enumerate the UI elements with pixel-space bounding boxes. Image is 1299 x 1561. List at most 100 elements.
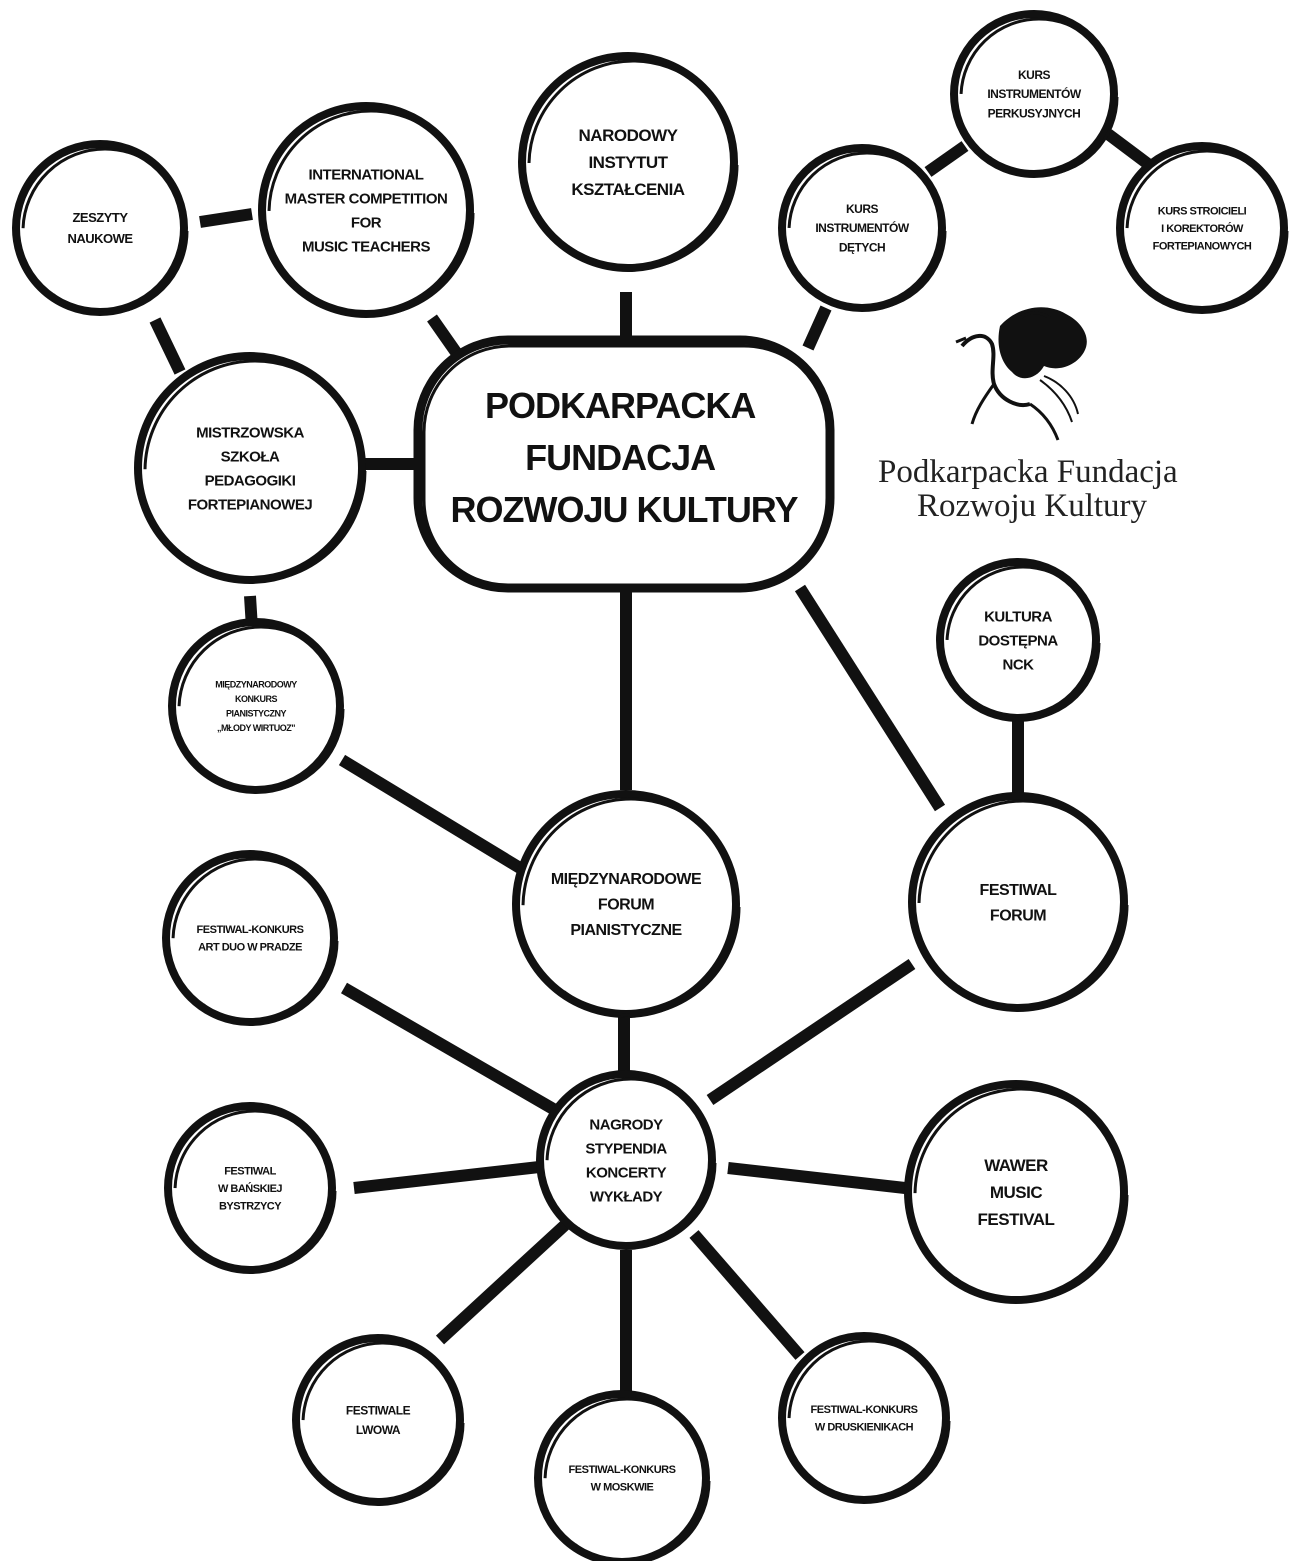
node-label-line: FESTIWAL-KONKURS	[569, 1464, 676, 1476]
node-label-line: W DRUSKIENIKACH	[815, 1422, 914, 1434]
node-druskienikach: FESTIWAL-KONKURS W DRUSKIENIKACH	[778, 1332, 951, 1504]
node-label: ZESZYTY NAUKOWE	[67, 210, 133, 246]
node-label: NAGRODY STYPENDIA KONCERTY WYKŁADY	[585, 1116, 667, 1205]
node-label-line: KONKURS	[235, 694, 277, 704]
node-label-line: NARODOWY	[579, 126, 679, 145]
connector-artduo-nagrody	[340, 982, 559, 1116]
node-label-line: MIĘDZYNARODOWE	[551, 871, 702, 888]
node-label-line: FESTIWAL-KONKURS	[811, 1404, 918, 1416]
foundation-logo: Podkarpacka Fundacja Rozwoju Kultury	[878, 307, 1178, 524]
node-label-line: SZKOŁA	[221, 448, 280, 465]
node-label-line: KULTURA	[984, 608, 1053, 625]
logo-line-2: Rozwoju Kultury	[917, 488, 1148, 524]
pegasus-icon	[955, 307, 1087, 441]
node-label-line: FESTIWAL	[980, 882, 1058, 899]
node-ring-brush	[787, 1339, 951, 1503]
node-label-line: INSTYTUT	[588, 153, 668, 172]
connector-lwowa-nagrody	[435, 1220, 570, 1345]
connector-central-festiwal-forum	[794, 584, 946, 812]
node-label-line: BYSTRZYCY	[219, 1200, 282, 1212]
node-label-line: FOR	[351, 214, 382, 231]
node-label-line: INTERNATIONAL	[309, 166, 424, 183]
node-ring-brush	[171, 857, 339, 1025]
node-label: KURS INSTRUMENTÓW PERKUSYJNYCH	[987, 68, 1081, 120]
node-label-line: NAUKOWE	[67, 231, 133, 246]
node-ring-brush	[177, 625, 345, 793]
node-label-line: KSZTAŁCENIA	[571, 180, 684, 199]
node-label-line: STYPENDIA	[585, 1140, 667, 1157]
connector-zeszyty-mistrzowska	[149, 317, 186, 375]
node-label-line: WAWER	[984, 1156, 1048, 1175]
node-ring-brush	[787, 151, 947, 311]
node-label: KULTURA DOSTĘPNA NCK	[978, 608, 1058, 673]
node-label-line: „MŁODY WIRTUOZ"	[217, 723, 295, 733]
node-ring	[258, 102, 474, 318]
node-label-line: FESTIWAL	[224, 1165, 276, 1177]
node-label-line: PERKUSYJNYCH	[988, 106, 1081, 120]
node-label: MIĘDZYNARODOWY KONKURS PIANISTYCZNY „MŁODY …	[215, 680, 297, 733]
node-ring-brush	[301, 1341, 465, 1505]
node-label-line: MIĘDZYNARODOWY	[215, 680, 297, 690]
node-label-line: NAGRODY	[589, 1116, 663, 1133]
node-ring-brush	[143, 359, 367, 583]
connector-detych-central	[802, 305, 832, 351]
node-label-line: WYKŁADY	[590, 1188, 663, 1205]
node-label-line: ZESZYTY	[72, 210, 128, 225]
node-label-line: W MOSKWIE	[591, 1482, 654, 1494]
node-label-line: PIANISTYCZNE	[570, 922, 682, 939]
node-ring	[534, 1390, 710, 1561]
node-ring-brush	[173, 1109, 337, 1273]
node-label-line: NCK	[1003, 656, 1035, 673]
node-wawer: WAWER MUSIC FESTIVAL	[904, 1080, 1129, 1304]
node-label: FESTIWAL-KONKURS W DRUSKIENIKACH	[811, 1404, 918, 1434]
node-label-line: MUSIC TEACHERS	[302, 238, 431, 255]
node-label: FESTIWAL-KONKURS ART DUO W PRADZE	[197, 924, 304, 954]
connector-perkusyjnych-stroicieli	[1104, 129, 1152, 169]
node-label-line: KONCERTY	[586, 1164, 667, 1181]
node-label-line: PEDAGOGIKI	[205, 472, 296, 489]
node-label-line: MISTRZOWSKA	[196, 424, 304, 441]
node-label: WAWER MUSIC FESTIVAL	[978, 1156, 1055, 1229]
logo-line-1: Podkarpacka Fundacja	[878, 454, 1178, 490]
connector-wirtuoz-forum	[338, 754, 524, 874]
node-mlody-wirtuoz: MIĘDZYNARODOWY KONKURS PIANISTYCZNY „MŁODY …	[168, 618, 345, 794]
node-label-line: KURS	[1018, 68, 1050, 82]
node-label-line: DOSTĘPNA	[978, 632, 1058, 649]
node-label-line: FORUM	[990, 907, 1046, 924]
node-zeszyty: ZESZYTY NAUKOWE	[12, 140, 189, 316]
node-label-line: FESTIWALE	[346, 1404, 411, 1418]
connector-zeszyty-international	[199, 208, 253, 228]
node-label-line: FESTIWAL-KONKURS	[197, 924, 304, 936]
central-line-1: PODKARPACKA	[485, 385, 756, 426]
node-label-line: FESTIVAL	[978, 1210, 1055, 1229]
node-ring-brush	[21, 147, 189, 315]
node-kurs-perkusyjnych: KURS INSTRUMENTÓW PERKUSYJNYCH	[950, 10, 1119, 178]
node-label-line: PIANISTYCZNY	[226, 708, 287, 718]
central-line-2: FUNDACJA	[525, 437, 716, 478]
connector-druskienikach-nagrody	[689, 1230, 805, 1360]
node-label-line: DĘTYCH	[839, 240, 885, 254]
node-label-line: INSTRUMENTÓW	[987, 86, 1081, 101]
node-label-line: ART DUO W PRADZE	[198, 942, 302, 954]
node-label-line: FORTEPIANOWYCH	[1153, 240, 1252, 252]
node-ring-brush	[1125, 149, 1289, 313]
node-label-line: MUSIC	[990, 1183, 1043, 1202]
node-label: NARODOWY INSTYTUT KSZTAŁCENIA	[571, 126, 684, 199]
node-ring-brush	[913, 1087, 1129, 1303]
node-ring-brush	[945, 565, 1101, 721]
node-label-line: KURS STROICIELI	[1158, 205, 1247, 217]
node-ring-brush	[917, 799, 1129, 1011]
connectors	[149, 129, 1152, 1400]
connector-banskiej-nagrody	[353, 1160, 549, 1194]
